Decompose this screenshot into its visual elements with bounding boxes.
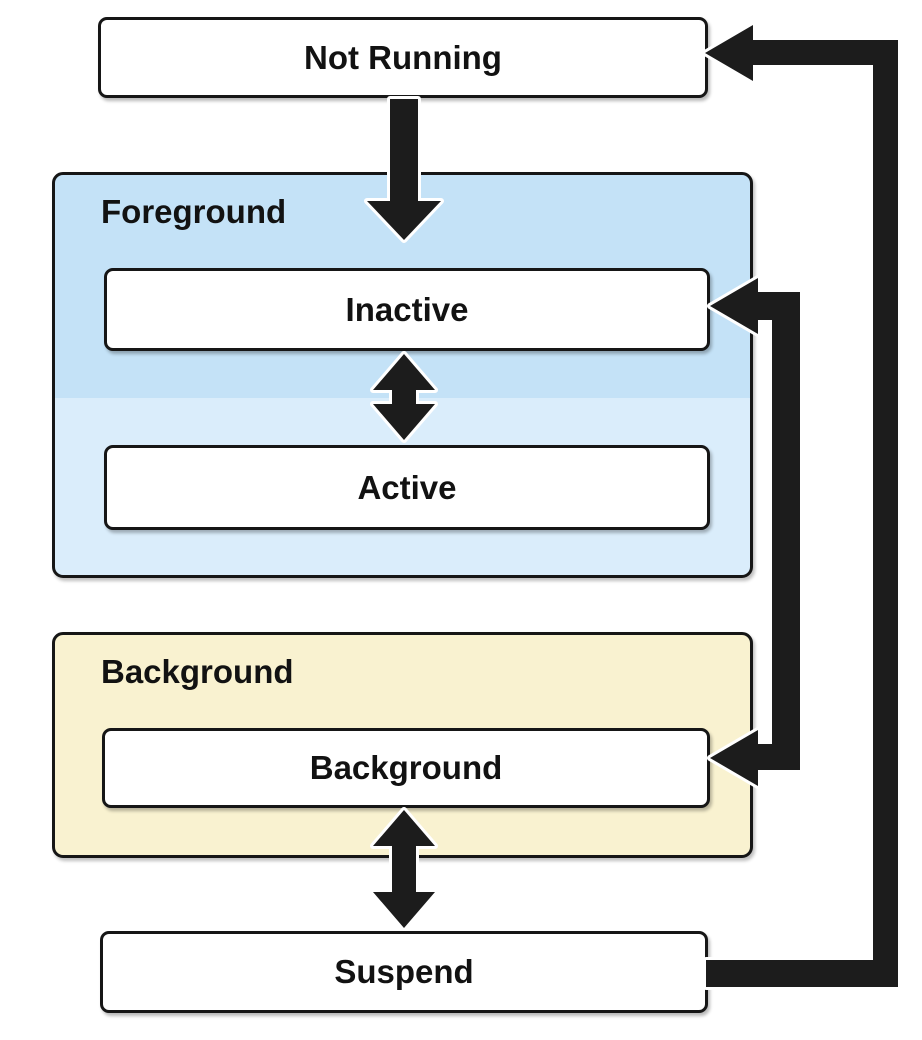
node-suspend: Suspend — [100, 931, 708, 1013]
node-suspend-label: Suspend — [334, 953, 474, 990]
group-foreground-label: Foreground — [101, 193, 287, 230]
group-foreground: Foreground Inactive Active — [52, 172, 753, 578]
node-background-label: Background — [309, 749, 503, 786]
node-active: Active — [104, 445, 710, 530]
node-not-running-label: Not Running — [304, 38, 502, 76]
node-inactive: Inactive — [104, 268, 710, 351]
node-inactive-label: Inactive — [345, 290, 469, 328]
node-active-label: Active — [357, 468, 457, 506]
node-background: Background — [102, 728, 710, 808]
group-background: Background Background — [52, 632, 753, 858]
group-background-label: Background — [101, 653, 294, 690]
node-not-running: Not Running — [98, 17, 708, 98]
